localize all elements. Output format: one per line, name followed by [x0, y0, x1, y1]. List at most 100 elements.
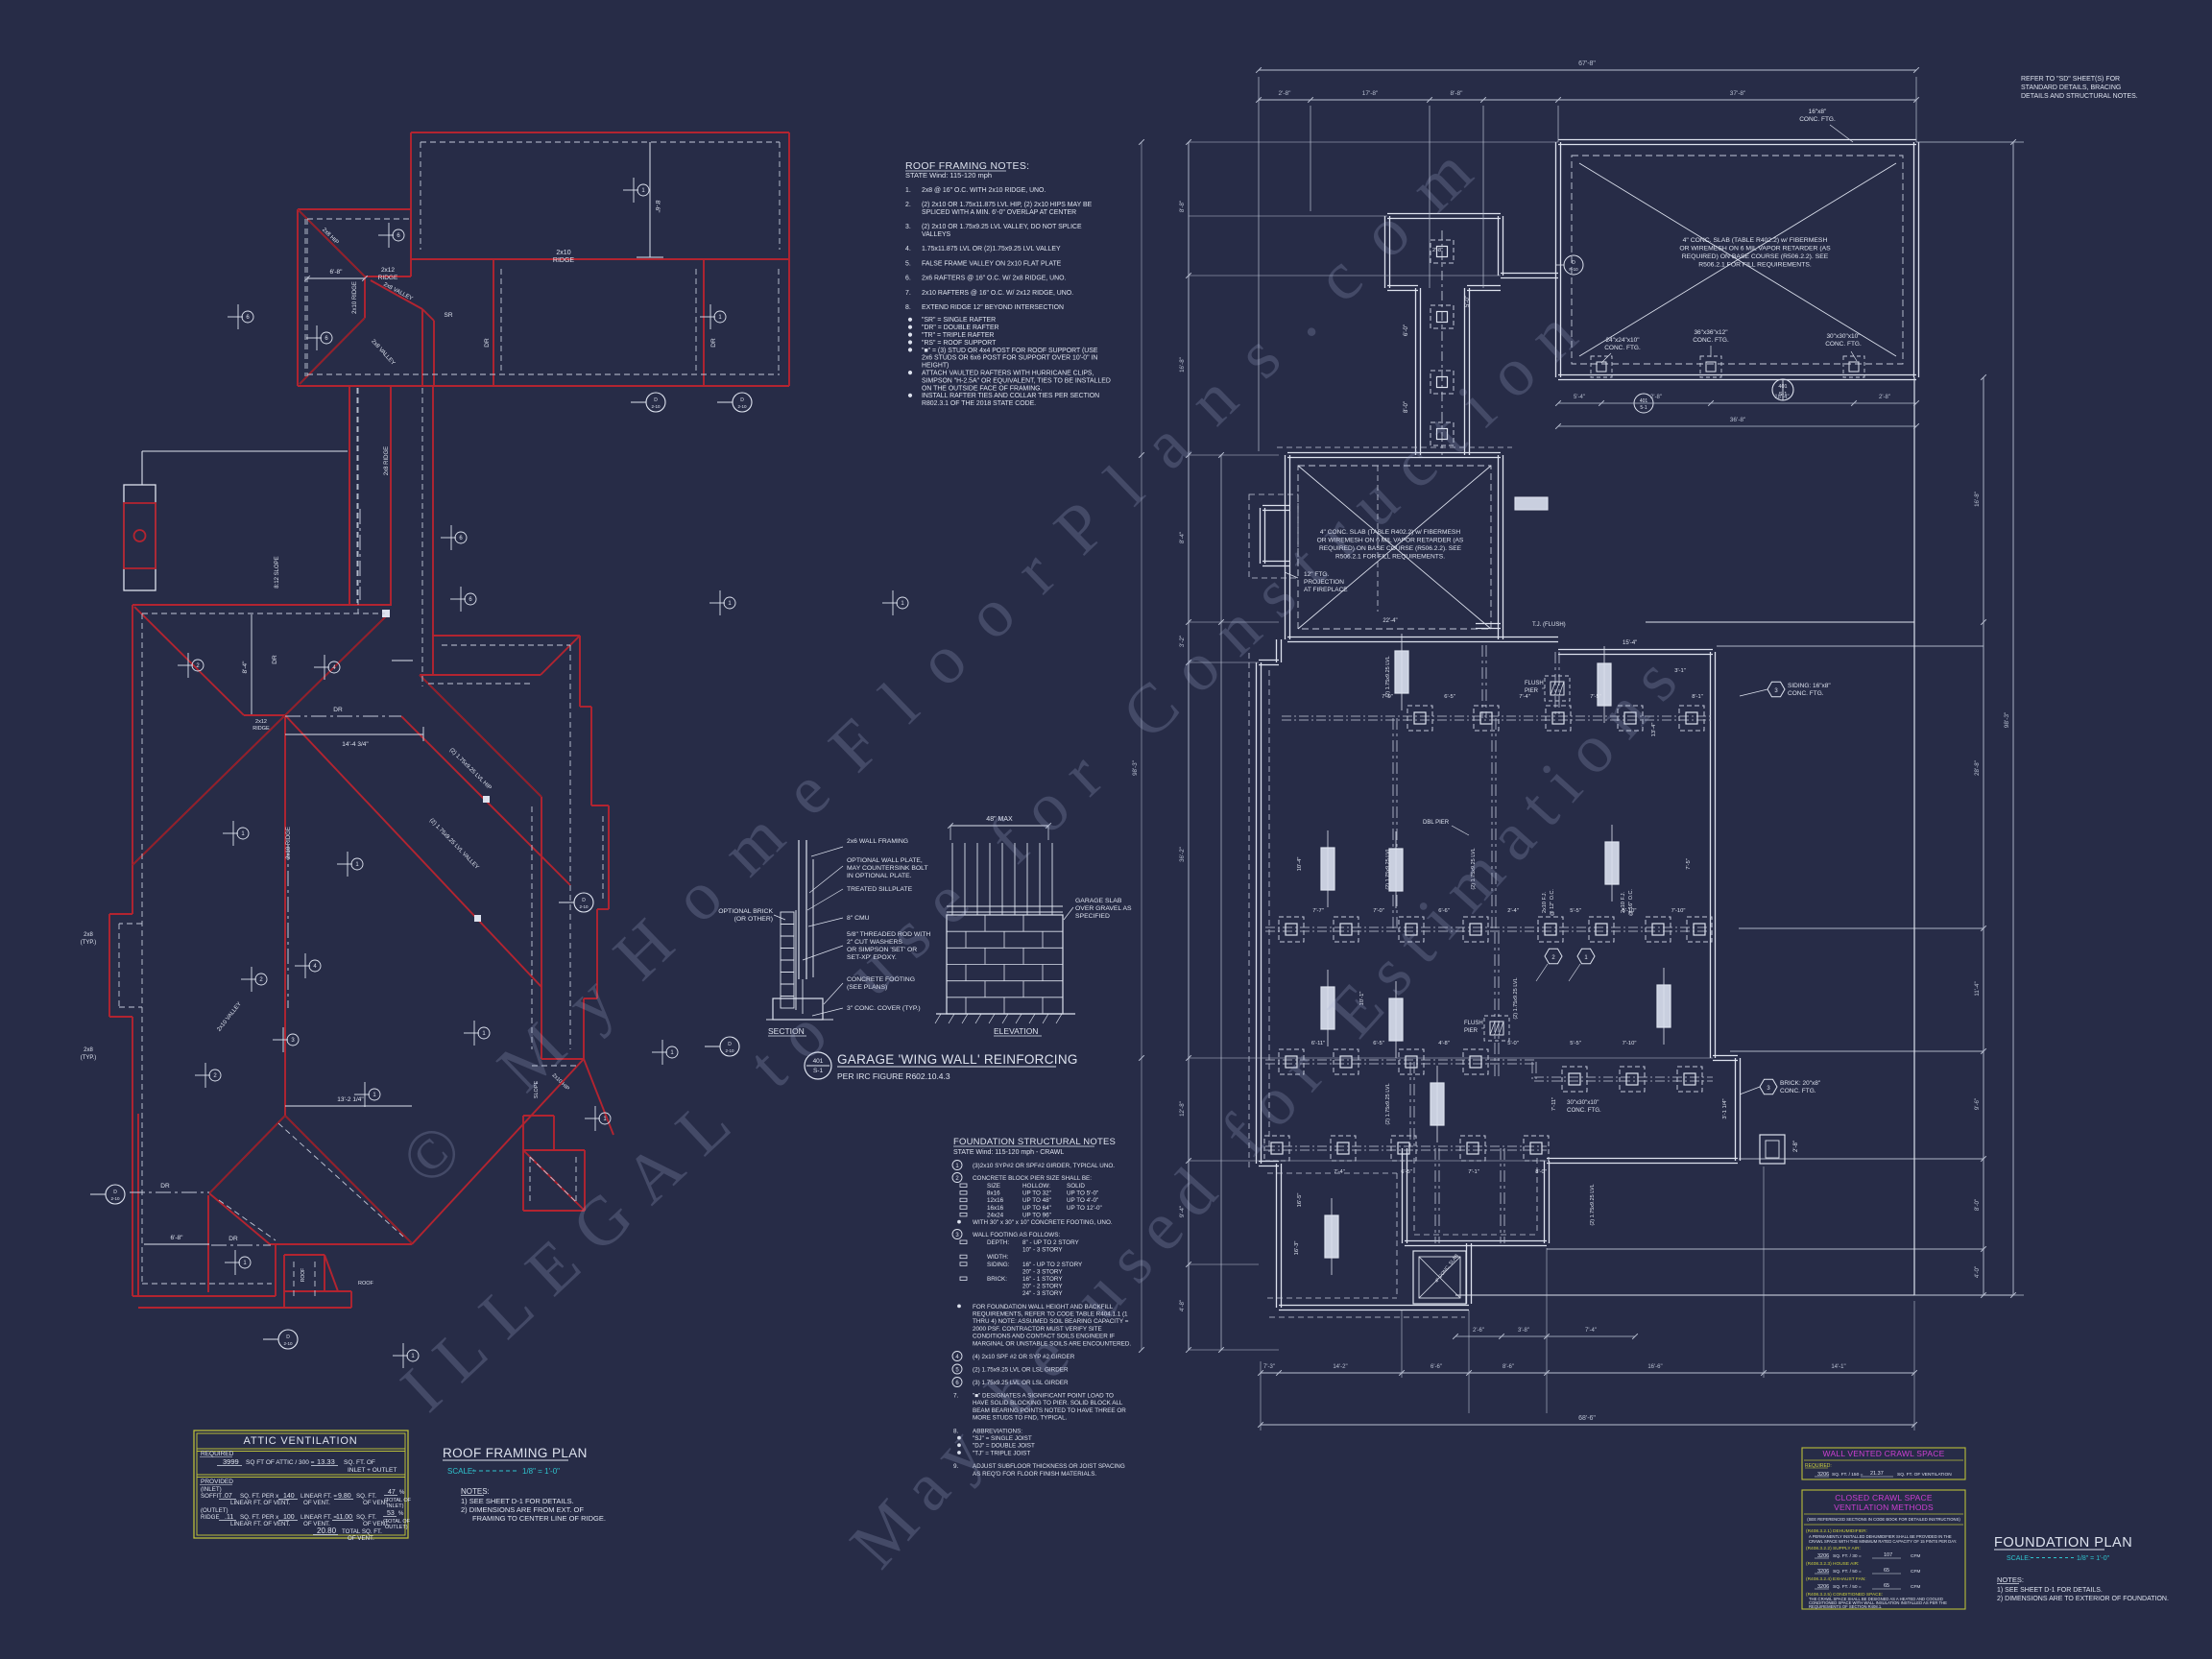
svg-text:RIDGE: RIDGE — [553, 257, 575, 264]
svg-text:SQ. FT. / 150 =: SQ. FT. / 150 = — [1832, 1472, 1863, 1478]
svg-text:INLET): INLET) — [387, 1503, 404, 1509]
svg-text:2x10 RAFTERS @ 16" O.C. W/ 2x1: 2x10 RAFTERS @ 16" O.C. W/ 2x12 RIDGE, U… — [922, 290, 1073, 297]
svg-text:FRAMING TO CENTER LINE OF RIDG: FRAMING TO CENTER LINE OF RIDGE. — [472, 1514, 606, 1523]
svg-text:98'-3": 98'-3" — [2004, 711, 2010, 728]
svg-text:21.37: 21.37 — [1870, 1471, 1884, 1477]
svg-text:2'-6": 2'-6" — [1473, 1328, 1484, 1334]
svg-text:6'-5": 6'-5" — [1444, 694, 1455, 700]
svg-text:SQ. FT. OF: SQ. FT. OF — [344, 1459, 375, 1466]
svg-text:2: 2 — [259, 977, 263, 983]
svg-text:CLOSED CRAWL SPACE: CLOSED CRAWL SPACE — [1835, 1493, 1933, 1503]
svg-text:SQ. FT. PER x: SQ. FT. PER x — [240, 1493, 279, 1500]
svg-text:7'-10": 7'-10" — [1671, 908, 1686, 914]
svg-text:8:12 SLOPE: 8:12 SLOPE — [275, 556, 280, 588]
svg-text:53: 53 — [387, 1510, 395, 1517]
svg-text:CONCRETE FOOTING: CONCRETE FOOTING — [847, 976, 915, 983]
svg-text:2x8 VALLEY: 2x8 VALLEY — [382, 282, 413, 302]
svg-text:4" CONC. SLAB (TABLE R402.2) w: 4" CONC. SLAB (TABLE R402.2) w/ FIBERMES… — [1683, 237, 1828, 244]
svg-text:2-10: 2-10 — [737, 404, 747, 409]
svg-text:9'-6": 9'-6" — [1974, 1098, 1981, 1110]
svg-text:10'-1": 10'-1" — [1359, 992, 1365, 1006]
svg-text:NOTES:: NOTES: — [1997, 1575, 2024, 1584]
svg-text:.07: .07 — [223, 1493, 232, 1500]
svg-text:D: D — [1572, 260, 1575, 266]
svg-text:OF VENT.: OF VENT. — [363, 1521, 390, 1527]
svg-text:HAVE SOLID BLOCKING TO PIER.: HAVE SOLID BLOCKING TO PIER. SOLID BLOCK… — [973, 1400, 1123, 1407]
svg-text:D: D — [582, 898, 586, 903]
svg-text:2x6 STUDS OR 6x6 POST FOR SUPP: 2x6 STUDS OR 6x6 POST FOR SUPPORT OVER 1… — [922, 355, 1097, 362]
svg-text:8'-8": 8'-8" — [1451, 90, 1464, 97]
svg-text:SPLICED WITH A MIN. 6'-0" OVER: SPLICED WITH A MIN. 6'-0" OVERLAP AT CEN… — [922, 209, 1076, 216]
svg-text:SIDING:: SIDING: — [987, 1262, 1010, 1268]
svg-text:(2) 1.75x9.25 LVL OR LSL GIRDE: (2) 1.75x9.25 LVL OR LSL GIRDER — [973, 1367, 1069, 1374]
svg-text:MORE STUDS TO FND, TYPICAL.: MORE STUDS TO FND, TYPICAL. — [973, 1415, 1068, 1422]
svg-text:SQ. FT. OF VENTILATION: SQ. FT. OF VENTILATION — [1897, 1472, 1952, 1478]
svg-text:9.80: 9.80 — [338, 1493, 351, 1500]
svg-text:7'-1": 7'-1" — [1468, 1169, 1479, 1175]
svg-text:2x8 RIDGE: 2x8 RIDGE — [384, 446, 390, 475]
svg-text:8" CMU: 8" CMU — [847, 915, 870, 922]
svg-text:REFER TO "SD" SHEET(S) FOR: REFER TO "SD" SHEET(S) FOR — [2021, 76, 2120, 83]
svg-text:9'-4": 9'-4" — [1179, 1206, 1186, 1217]
svg-text:3206: 3206 — [1817, 1472, 1829, 1478]
svg-text:7'-7": 7'-7" — [1312, 908, 1324, 914]
svg-text:1: 1 — [670, 1050, 674, 1056]
svg-text:CFM: CFM — [1911, 1553, 1920, 1559]
svg-text:UP TO 32": UP TO 32" — [1022, 1190, 1051, 1197]
svg-text:4: 4 — [332, 665, 336, 671]
svg-text:STATE Wind: 115-120 mph - CRAW: STATE Wind: 115-120 mph - CRAWL — [953, 1149, 1064, 1156]
svg-text:GARAGE 'WING WALL' REINFORCING: GARAGE 'WING WALL' REINFORCING — [837, 1052, 1078, 1067]
svg-text:6: 6 — [325, 336, 328, 342]
svg-text:ROOF FRAMING PLAN: ROOF FRAMING PLAN — [443, 1446, 588, 1460]
svg-text:OF VENT.: OF VENT. — [348, 1535, 374, 1542]
svg-text:SECTION: SECTION — [768, 1026, 805, 1036]
svg-text:4'-0": 4'-0" — [1974, 1266, 1981, 1278]
svg-text:1/8" = 1'-0": 1/8" = 1'-0" — [2077, 1555, 2110, 1562]
svg-text:6: 6 — [397, 233, 400, 239]
svg-text:STANDARD DETAILS, BRACING: STANDARD DETAILS, BRACING — [2021, 84, 2121, 91]
svg-text:WALL FOOTING AS FOLLOWS:: WALL FOOTING AS FOLLOWS: — [973, 1232, 1060, 1238]
svg-text:4: 4 — [313, 964, 317, 970]
svg-text:6: 6 — [469, 597, 472, 603]
svg-text:8'-0": 8'-0" — [1974, 1199, 1981, 1211]
svg-text:7'-0": 7'-0" — [1373, 908, 1384, 914]
svg-text:2: 2 — [196, 663, 200, 669]
svg-text:WITH 30" x 30" x 10" CONCRETE: WITH 30" x 30" x 10" CONCRETE FOOTING, U… — [973, 1219, 1113, 1226]
svg-text:OR WIREMESH ON 6 MIL VAPOR RET: OR WIREMESH ON 6 MIL VAPOR RETARDER (AS — [1317, 538, 1464, 544]
svg-text:6.: 6. — [905, 276, 911, 282]
svg-text:PIER: PIER — [1525, 688, 1539, 694]
svg-text:DBL PIER: DBL PIER — [1423, 820, 1450, 826]
svg-text:VENTILATION METHODS: VENTILATION METHODS — [1834, 1503, 1934, 1512]
svg-text:67'-8": 67'-8" — [1578, 60, 1596, 67]
svg-text:1) SEE SHEET D-1 FOR DETAILS.: 1) SEE SHEET D-1 FOR DETAILS. — [1997, 1587, 2103, 1594]
svg-text:(INLET): (INLET) — [201, 1486, 222, 1493]
svg-text:CFM: CFM — [1911, 1569, 1920, 1575]
svg-text:RIDGE: RIDGE — [252, 726, 270, 732]
svg-text:OPTIONAL BRICK: OPTIONAL BRICK — [718, 908, 773, 915]
svg-text:12'-8": 12'-8" — [1179, 1101, 1186, 1117]
svg-text:BEAM BEARING POINTS NOTED TO H: BEAM BEARING POINTS NOTED TO HAVE THREE … — [973, 1407, 1126, 1414]
svg-text:HEIGHT): HEIGHT) — [922, 363, 949, 370]
svg-text:A PERMANENTLY INSTALLED DEHUMI: A PERMANENTLY INSTALLED DEHUMIDIFIER SHA… — [1809, 1534, 1952, 1539]
svg-text:2x10 F.J.: 2x10 F.J. — [1621, 892, 1626, 913]
svg-text:D: D — [654, 397, 658, 403]
svg-text:2'-8": 2'-8" — [1650, 395, 1662, 400]
svg-text:16x16: 16x16 — [987, 1205, 1004, 1212]
svg-text:4" CONC. SLAB (TABLE R402.2) w: 4" CONC. SLAB (TABLE R402.2) w/ FIBERMES… — [1320, 529, 1460, 536]
svg-text:CRAWL SPACE WITH THE MINIMUM R: CRAWL SPACE WITH THE MINIMUM RATED CAPAC… — [1809, 1539, 1957, 1544]
svg-text:RIDGE: RIDGE — [201, 1514, 220, 1521]
svg-text:37'-8": 37'-8" — [1730, 90, 1746, 97]
svg-text:D: D — [286, 1334, 290, 1340]
svg-text:(TYP.): (TYP.) — [81, 1055, 97, 1061]
svg-text:SPECIFIED: SPECIFIED — [1075, 913, 1110, 920]
svg-text:4.: 4. — [905, 246, 911, 252]
svg-text:FLUSH: FLUSH — [1464, 1021, 1483, 1026]
svg-text:1.: 1. — [905, 187, 911, 194]
svg-text:3.: 3. — [905, 224, 911, 230]
svg-text:VALLEYS: VALLEYS — [922, 231, 951, 238]
svg-text:16" - 1 STORY: 16" - 1 STORY — [1022, 1276, 1063, 1283]
svg-text:1: 1 — [901, 601, 904, 607]
svg-text:ABBREVIATIONS:: ABBREVIATIONS: — [973, 1428, 1022, 1434]
svg-text:RIDGE: RIDGE — [378, 275, 398, 281]
svg-text:GARAGE SLAB: GARAGE SLAB — [1075, 898, 1122, 904]
